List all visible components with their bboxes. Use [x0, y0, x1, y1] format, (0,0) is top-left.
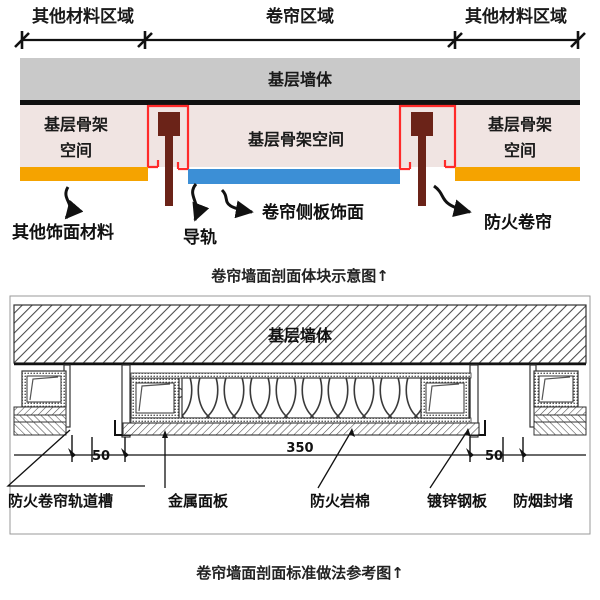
- zone-extent-ruler: [14, 31, 586, 49]
- frame-space-center-label: 基层骨架空间: [247, 130, 344, 149]
- figure1-group: 其他材料区域 卷帘区域 其他材料区域 基层墙体 基层骨架 空间 基: [12, 6, 586, 285]
- figure1-caption: 卷帘墙面剖面体块示意图↑: [210, 267, 389, 285]
- frame-space-band: [20, 105, 580, 167]
- callout-shutter-side-panel-finish: 卷帘侧板饰面: [261, 202, 364, 223]
- dimension-tick-arrows: [68, 448, 527, 458]
- callout-metal-face-panel: 金属面板: [167, 492, 229, 510]
- frame-space-right-label-line2: 空间: [504, 141, 536, 160]
- base-wall-label-lower: 基层墙体: [267, 326, 333, 345]
- leader-fire-shutter: [433, 184, 472, 218]
- figure2-leaders: [6, 429, 469, 489]
- leader-guide-rail: [191, 183, 210, 222]
- right-outer-track-assembly: [533, 370, 587, 436]
- wall-baseline: [20, 100, 580, 105]
- callout-fireproof-rock-wool: 防火岩棉: [310, 492, 370, 510]
- right-inner-track-assembly: [420, 377, 470, 419]
- frame-space-left-label-line2: 空间: [60, 141, 92, 160]
- callout-smoke-seal: 防烟封堵: [513, 492, 573, 510]
- callout-fire-shutter-track-slot: 防火卷帘轨道槽: [8, 492, 113, 510]
- shutter-side-panel-bar: [188, 169, 400, 184]
- callout-galvanized-steel-plate: 镀锌钢板: [427, 492, 488, 510]
- other-finish-material-bar-left: [20, 167, 148, 181]
- callout-other-finish-material: 其他饰面材料: [12, 222, 114, 243]
- other-finish-material-bar-right: [455, 167, 580, 181]
- central-cavity: [130, 372, 472, 424]
- dimension-left-50: 50: [92, 449, 110, 464]
- base-wall-hatched: [14, 305, 586, 363]
- zone-label-center-shutter: 卷帘区域: [265, 6, 334, 27]
- frame-space-left-label-line1: 基层骨架: [43, 115, 108, 134]
- dimension-right-50: 50: [485, 449, 503, 464]
- left-outer-track-assembly: [13, 370, 67, 436]
- figure2-group: 基层墙体: [6, 295, 591, 582]
- metal-face-panel-strip: [122, 422, 480, 436]
- zone-label-right-other-material: 其他材料区域: [465, 6, 567, 27]
- leader-shutter-side-panel: [220, 188, 254, 219]
- base-wall-label: 基层墙体: [267, 70, 333, 89]
- base-wall-block: [20, 58, 580, 100]
- zone-label-left-other-material: 其他材料区域: [32, 6, 134, 27]
- callout-fire-shutter: 防火卷帘: [484, 212, 552, 233]
- dimension-center-350: 350: [286, 441, 313, 456]
- frame-space-right-label-line1: 基层骨架: [487, 115, 552, 134]
- guide-rail-right: [411, 112, 433, 206]
- figure2-leader-arrowheads: [162, 428, 471, 438]
- leader-other-finish-material: [64, 186, 84, 220]
- left-inner-track-assembly: [130, 377, 190, 419]
- left-partition-inner: [121, 364, 131, 438]
- guide-rail-left: [158, 112, 180, 206]
- figure2-caption: 卷帘墙面剖面标准做法参考图↑: [195, 564, 404, 582]
- callout-guide-rail: 导轨: [183, 227, 217, 248]
- rail-pocket-outline-right: [398, 104, 457, 171]
- rail-pocket-outline-left: [146, 104, 190, 171]
- figure2-frame: [9, 295, 591, 535]
